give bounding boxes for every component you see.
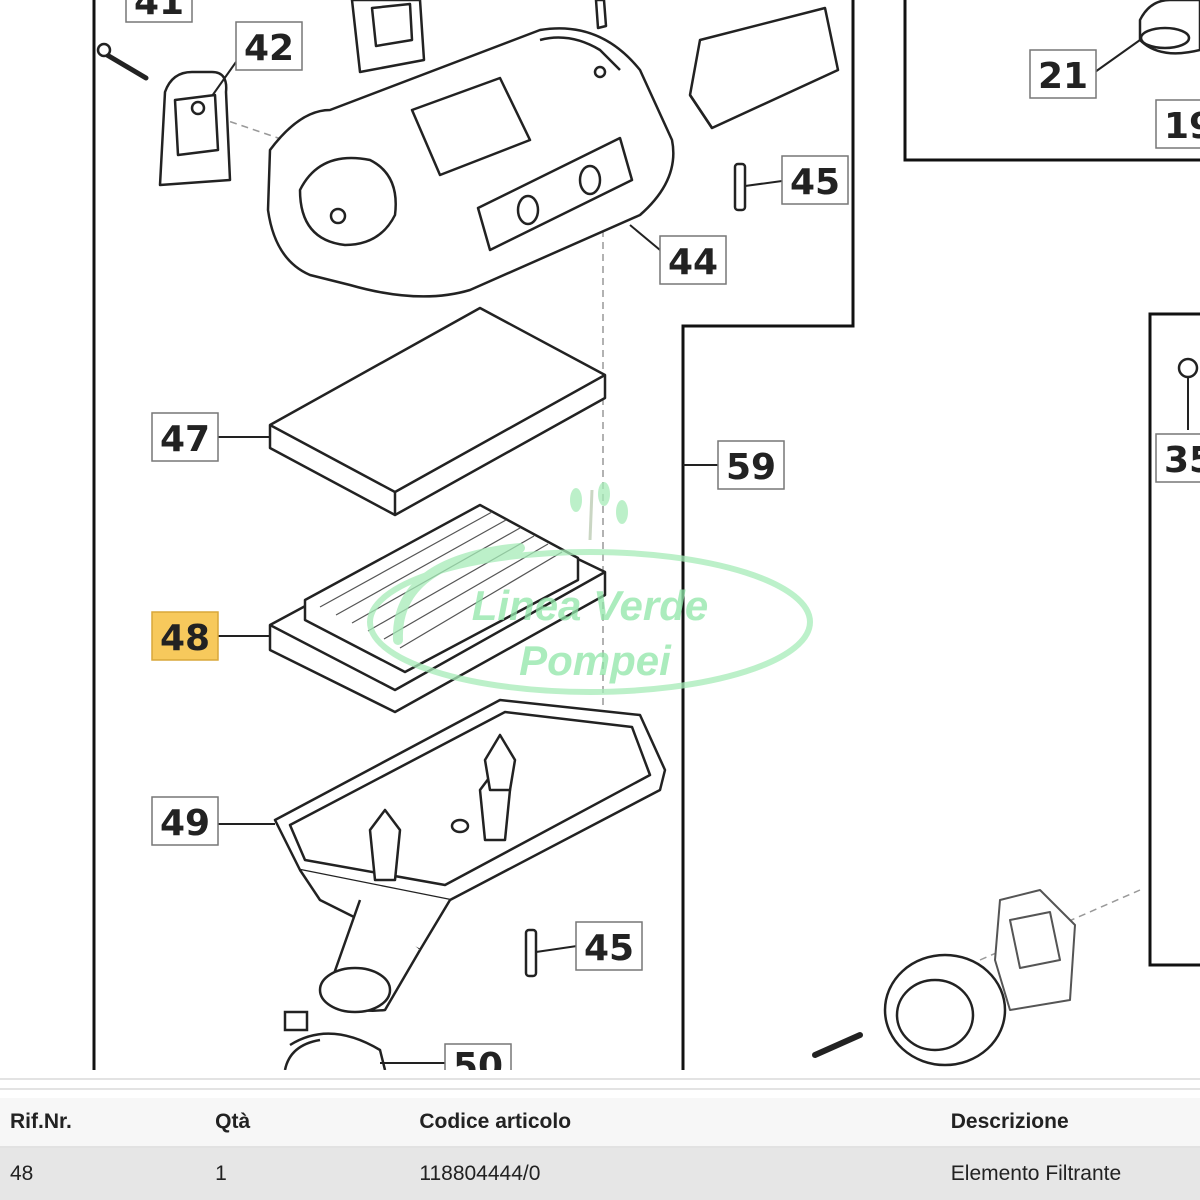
svg-text:35: 35 xyxy=(1164,440,1200,481)
cell-code: 118804444/0 xyxy=(409,1147,941,1200)
svg-text:49: 49 xyxy=(160,803,210,844)
cell-ref: 48 xyxy=(0,1147,206,1200)
screw-41-part xyxy=(96,42,149,81)
svg-text:41: 41 xyxy=(134,0,184,23)
callout-50: 50 xyxy=(444,1043,512,1070)
pre-filter-47 xyxy=(268,306,607,517)
top-clip-part xyxy=(350,0,608,74)
watermark-line2: Pompei xyxy=(519,637,672,684)
watermark-logo: Linea Verde Pompei xyxy=(367,482,813,695)
callout-59: 59 xyxy=(717,440,785,490)
callout-47: 47 xyxy=(151,412,219,462)
screw-45b-part xyxy=(524,928,538,978)
svg-text:59: 59 xyxy=(726,447,776,488)
svg-text:45: 45 xyxy=(790,162,840,203)
screw-45a-part xyxy=(733,162,747,212)
carb-part-21 xyxy=(1138,0,1200,55)
watermark-line1: Linea Verde xyxy=(472,582,709,629)
svg-text:48: 48 xyxy=(160,618,210,659)
table-row[interactable]: 48 1 118804444/0 Elemento Filtrante xyxy=(0,1147,1200,1200)
filter-housing-49 xyxy=(273,698,667,1014)
callout-45-top: 45 xyxy=(781,155,849,205)
carburetor-part xyxy=(994,889,1076,1011)
header-qty[interactable]: Qtà xyxy=(205,1098,410,1148)
svg-text:21: 21 xyxy=(1038,56,1088,97)
callout-19: 19 xyxy=(1155,99,1200,149)
cell-qty: 1 xyxy=(205,1147,410,1200)
table-header-row: Rif.Nr. Qtà Codice articolo Descrizione xyxy=(0,1098,1200,1148)
svg-text:50: 50 xyxy=(453,1046,503,1070)
exploded-parts-diagram: 41 42 21 19 45 44 47 59 35 48 49 45 xyxy=(92,0,1200,1070)
svg-text:44: 44 xyxy=(668,242,718,283)
section-frames xyxy=(92,0,1200,1070)
hose-clamp-50 xyxy=(283,1010,387,1070)
screw-35-part xyxy=(1177,357,1199,379)
header-desc[interactable]: Descrizione xyxy=(940,1098,1200,1148)
callout-44: 44 xyxy=(659,235,727,285)
callout-21: 21 xyxy=(1029,49,1097,99)
parts-table-section: Rif.Nr. Qtà Codice articolo Descrizione … xyxy=(0,1070,1200,1200)
callout-35: 35 xyxy=(1155,433,1200,483)
leader-lines xyxy=(211,39,1189,1064)
svg-text:47: 47 xyxy=(160,419,210,460)
svg-text:42: 42 xyxy=(244,28,294,69)
intake-ring-part xyxy=(812,953,1007,1067)
cell-desc: Elemento Filtrante xyxy=(940,1147,1200,1200)
parts-table: Rif.Nr. Qtà Codice articolo Descrizione … xyxy=(0,1098,1200,1200)
divider xyxy=(0,1078,1200,1080)
clip-42-part xyxy=(158,70,232,187)
callout-41: 41 xyxy=(125,0,193,23)
header-code[interactable]: Codice articolo xyxy=(409,1098,941,1148)
header-ref[interactable]: Rif.Nr. xyxy=(0,1098,206,1148)
callout-42: 42 xyxy=(235,21,303,71)
svg-text:19: 19 xyxy=(1164,106,1200,147)
callout-48-highlighted: 48 xyxy=(151,611,219,661)
callout-49: 49 xyxy=(151,796,219,846)
foam-block-part xyxy=(688,6,840,130)
callout-45-bottom: 45 xyxy=(575,921,643,971)
air-filter-cover-44 xyxy=(266,27,675,298)
svg-text:45: 45 xyxy=(584,928,634,969)
divider xyxy=(0,1088,1200,1090)
